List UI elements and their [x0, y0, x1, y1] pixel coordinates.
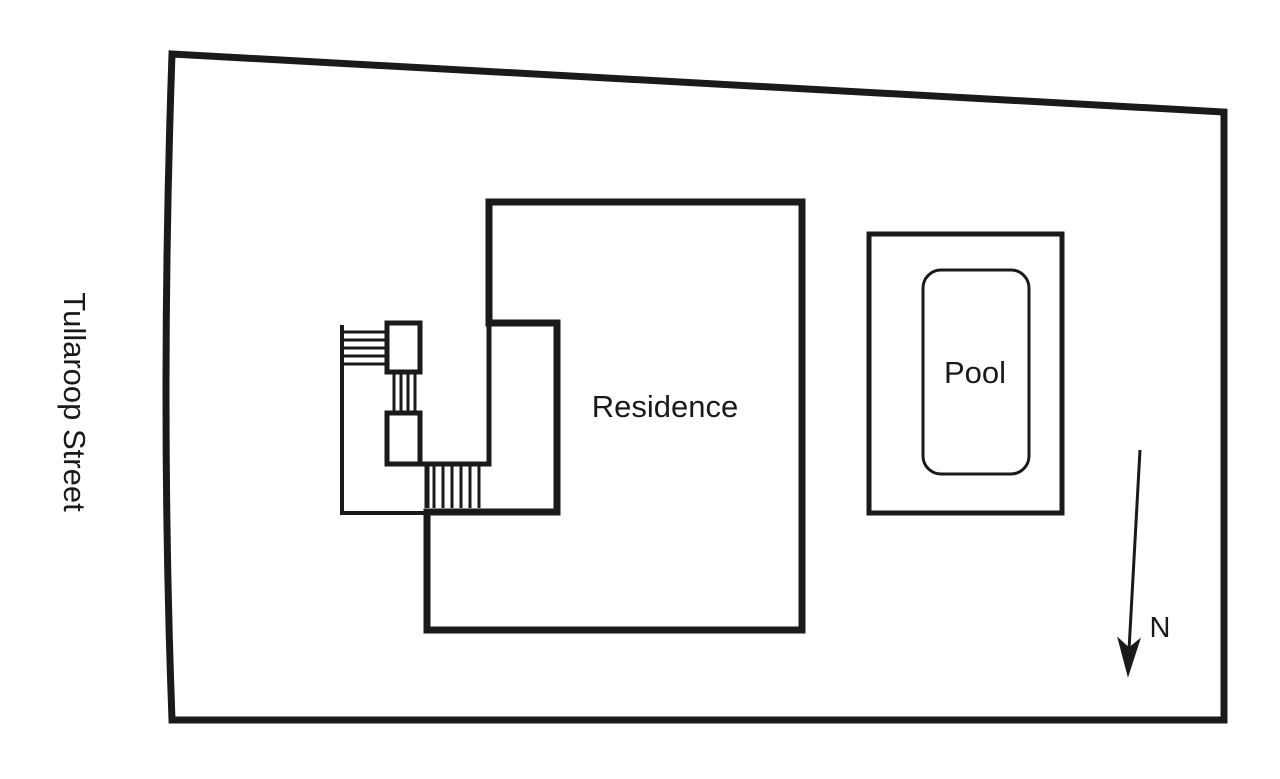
landing-connector: [387, 323, 492, 467]
residence-label: Residence: [592, 389, 738, 424]
north-label: N: [1150, 612, 1171, 644]
landing-upper: [384, 320, 423, 375]
stairs-icon: [342, 330, 481, 508]
street-label: Tullaroop Street: [57, 292, 92, 512]
pool: [921, 268, 1031, 476]
pool-surround: [866, 231, 1065, 516]
landing-lower: [384, 410, 423, 467]
north-arrow-icon: [1117, 449, 1142, 678]
deck-outline: [340, 325, 427, 515]
north-arrow-shaft: [1127, 449, 1142, 651]
pool-label: Pool: [944, 355, 1006, 390]
north-arrow-head: [1117, 636, 1142, 678]
entry-deck: [340, 320, 492, 515]
property-boundary: [162, 50, 1228, 724]
